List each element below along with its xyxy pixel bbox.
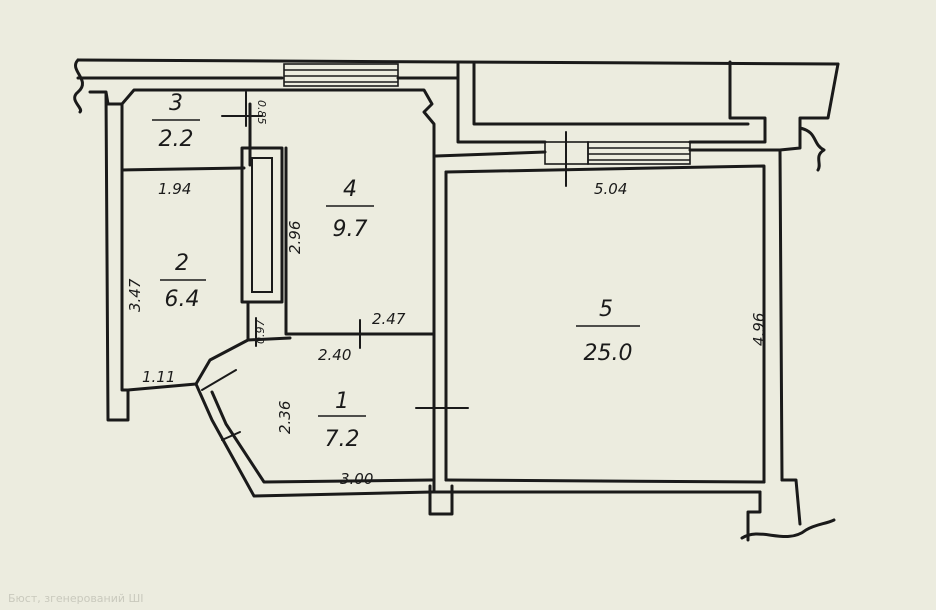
room-label-1: 1 7.2: [318, 389, 366, 452]
room-5-number: 5: [599, 297, 613, 322]
vent-shaft-inner: [251, 157, 273, 293]
room-5-bottom: [430, 478, 766, 494]
loggia-inner: [472, 62, 750, 126]
dim-3-47: 3.47: [126, 278, 144, 312]
room-2-area: 6.4: [165, 287, 200, 312]
room-1-number: 1: [335, 389, 349, 414]
bottom-break-mark: [740, 518, 836, 540]
room-5-top-outer: [434, 148, 782, 158]
dim-4-96: 4.96: [750, 313, 768, 346]
partition-5-left: [432, 170, 448, 494]
room-3-number: 3: [169, 91, 183, 116]
dim-0-97: 0.97: [254, 320, 267, 345]
balcony-door: [544, 131, 589, 187]
vent-shaft: [240, 146, 284, 304]
window-room-5: [587, 141, 691, 165]
room-1-area: 7.2: [325, 427, 360, 452]
pillar: [428, 484, 454, 516]
dim-2-36: 2.36: [276, 401, 294, 434]
loggia-wall: [456, 60, 767, 144]
bottom-right-wall: [746, 478, 802, 542]
room-4-area: 9.7: [333, 217, 368, 242]
dim-2-40: 2.40: [318, 346, 351, 364]
dimension-labels: 0.85 1.94 2.96 3.47 0.97 2.47 2.40 1.11 …: [126, 100, 768, 488]
window-top: [283, 63, 399, 87]
left-outer-wall: [88, 90, 130, 422]
room-1-outer-inner: [210, 390, 434, 484]
dim-3-00: 3.00: [340, 470, 373, 488]
dim-5-04: 5.04: [594, 180, 627, 198]
watermark: Бюст, згенерований ШІ: [8, 592, 144, 605]
dim-1-11: 1.11: [142, 368, 175, 386]
partition-2: [126, 300, 250, 392]
rooms-top-wall: [120, 88, 436, 174]
room-label-3: 3 2.2: [152, 91, 200, 152]
right-break-mark: [798, 126, 826, 172]
room-1-outer: [194, 382, 434, 498]
room-5-top: [444, 164, 766, 484]
dim-0-85: 0.85: [255, 100, 268, 125]
door-marks: [201, 91, 469, 441]
room-2-number: 2: [175, 251, 189, 276]
room-label-4: 4 9.7: [326, 177, 374, 242]
dim-1-94: 1.94: [158, 180, 191, 198]
room-label-5: 5 25.0: [576, 297, 640, 366]
walls: [73, 58, 840, 542]
room-4-number: 4: [343, 177, 357, 202]
bath-partition: [120, 102, 252, 172]
partition-4-1: [284, 146, 436, 336]
windows: [283, 63, 691, 187]
right-outer-wall: [778, 62, 840, 482]
left-break-mark: [73, 58, 84, 114]
room-5-area: 25.0: [584, 341, 633, 366]
room-label-2: 2 6.4: [160, 251, 206, 312]
dim-2-47: 2.47: [372, 310, 406, 328]
dim-2-96: 2.96: [286, 221, 304, 254]
room-3-area: 2.2: [159, 127, 194, 152]
